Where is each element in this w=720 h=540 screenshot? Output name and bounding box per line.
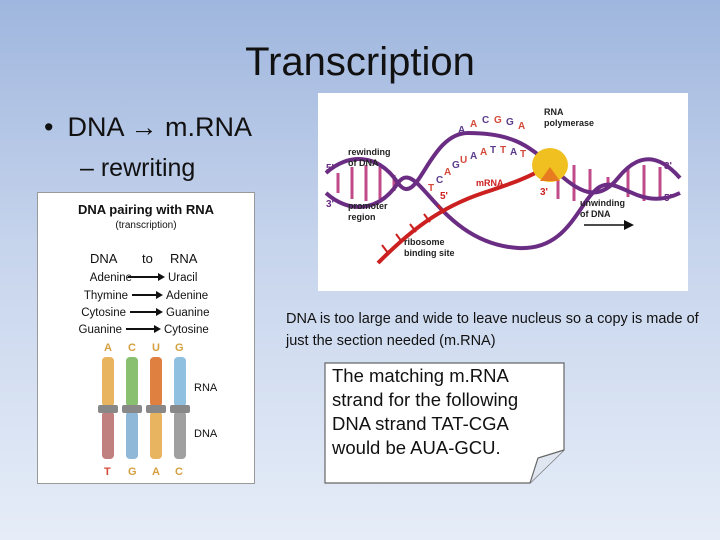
label-rna-strand: RNA	[194, 382, 218, 394]
svg-text:C: C	[175, 466, 183, 478]
svg-text:G: G	[452, 160, 460, 171]
pair-dna-2: Cytosine	[81, 307, 126, 319]
label-rewinding-2: of DNA	[348, 158, 379, 168]
svg-text:A: A	[104, 342, 112, 354]
slide-title: Transcription	[245, 40, 475, 84]
label-mrna: mRNA	[476, 178, 504, 188]
label-5prime-mrna: 5'	[440, 191, 448, 202]
bullet-text-mrna: m.RNA	[165, 112, 253, 142]
dna-rna-pairing-chart: DNA pairing with RNA (transcription) DNA…	[37, 192, 255, 484]
note-box: The matching m.RNA strand for the follow…	[324, 362, 566, 484]
label-3prime-mrna: 3'	[540, 187, 548, 198]
header-dna: DNA	[90, 251, 118, 266]
label-promoter-2: region	[348, 212, 376, 222]
label-rna-polymerase-1: RNA	[544, 107, 564, 117]
label-5prime-left: 5'	[326, 163, 334, 174]
svg-text:A: A	[480, 147, 487, 158]
pairing-title: DNA pairing with RNA	[78, 202, 215, 217]
strand-labels: RNA DNA	[194, 382, 218, 440]
svg-text:A: A	[510, 147, 517, 158]
sub-bullet-rewriting: – rewriting	[80, 154, 196, 182]
label-5prime-right: 5'	[664, 193, 672, 204]
svg-text:A: A	[444, 167, 451, 178]
dna-strand-top	[324, 130, 682, 195]
folded-note-shape	[324, 362, 565, 484]
pairing-subtitle: (transcription)	[115, 220, 176, 231]
pair-rna-1: Adenine	[166, 290, 208, 302]
dna-strand-bottom	[324, 175, 681, 251]
svg-text:G: G	[128, 466, 137, 478]
svg-text:T: T	[428, 183, 434, 194]
label-promoter-1: promoter	[348, 201, 388, 211]
svg-text:U: U	[460, 155, 467, 166]
direction-arrow-head	[624, 220, 634, 230]
polymerase-arrow	[540, 167, 560, 181]
mrna-ticks	[381, 204, 445, 254]
svg-text:T: T	[500, 145, 506, 156]
pair-rna-0: Uracil	[168, 272, 197, 284]
pair-dna-1: Thymine	[84, 290, 128, 302]
top-letters: A C U G	[104, 342, 184, 354]
label-ribosome-1: ribosome	[404, 237, 445, 247]
pairing-chart-svg: DNA pairing with RNA (transcription) DNA…	[78, 202, 218, 478]
label-unwinding-2: of DNA	[580, 209, 611, 219]
right-arrow-icon: →	[130, 112, 158, 142]
label-rewinding-1: rewinding	[348, 147, 391, 157]
pair-dna-3: Guanine	[79, 324, 122, 336]
svg-text:C: C	[482, 115, 489, 126]
svg-text:A: A	[458, 125, 465, 136]
label-3prime-right: 3'	[664, 161, 672, 172]
pair-rna-2: Guanine	[166, 307, 209, 319]
header-rna: RNA	[170, 251, 198, 266]
label-ribosome-2: binding site	[404, 248, 455, 258]
note-text: The matching m.RNA strand for the follow…	[332, 365, 519, 458]
svg-text:A: A	[470, 119, 477, 130]
base-letters: T C A G U A A T T A T A A C G G A	[428, 115, 526, 194]
nucleotide-pillars	[98, 357, 190, 459]
svg-text:G: G	[175, 342, 184, 354]
svg-text:C: C	[436, 175, 443, 186]
bullet-text-dna: DNA	[67, 112, 123, 142]
label-dna-strand: DNA	[194, 428, 218, 440]
caption-text: DNA is too large and wide to leave nucle…	[286, 311, 699, 349]
figure-labels: RNA polymerase rewinding of DNA promoter…	[348, 107, 625, 258]
svg-text:U: U	[152, 342, 160, 354]
svg-text:G: G	[506, 117, 514, 128]
pairing-rows: Adenine Uracil Thymine Adenine Cytosine …	[79, 272, 210, 336]
strand-end-labels: 5' 3' 3' 5' 5' 3'	[326, 161, 672, 210]
rna-polymerase-blob	[532, 148, 568, 182]
svg-text:A: A	[518, 121, 525, 132]
pairing-headers: DNA to RNA	[90, 251, 198, 266]
bullet-dot: •	[44, 112, 54, 142]
svg-text:T: T	[490, 145, 496, 156]
header-to: to	[142, 251, 153, 266]
bullet-dna-to-mrna: • DNA → m.RNA	[44, 112, 252, 143]
bottom-letters: T G A C	[104, 466, 183, 478]
svg-text:T: T	[104, 466, 111, 478]
label-rna-polymerase-2: polymerase	[544, 118, 594, 128]
svg-text:A: A	[152, 466, 160, 478]
svg-text:T: T	[520, 149, 526, 160]
pair-rna-3: Cytosine	[164, 324, 209, 336]
svg-text:G: G	[494, 115, 502, 126]
pair-dna-0: Adenine	[90, 272, 132, 284]
svg-text:A: A	[470, 151, 477, 162]
label-3prime-left: 3'	[326, 199, 334, 210]
pairing-arrowheads	[154, 273, 165, 333]
svg-text:C: C	[128, 342, 136, 354]
dna-figure-svg: T C A G U A A T T A T A A C G G A RNA po…	[324, 107, 682, 265]
dna-transcription-figure: T C A G U A A T T A T A A C G G A RNA po…	[318, 93, 688, 291]
pairing-arrows	[126, 276, 158, 330]
label-unwinding-1: unwinding	[580, 198, 625, 208]
